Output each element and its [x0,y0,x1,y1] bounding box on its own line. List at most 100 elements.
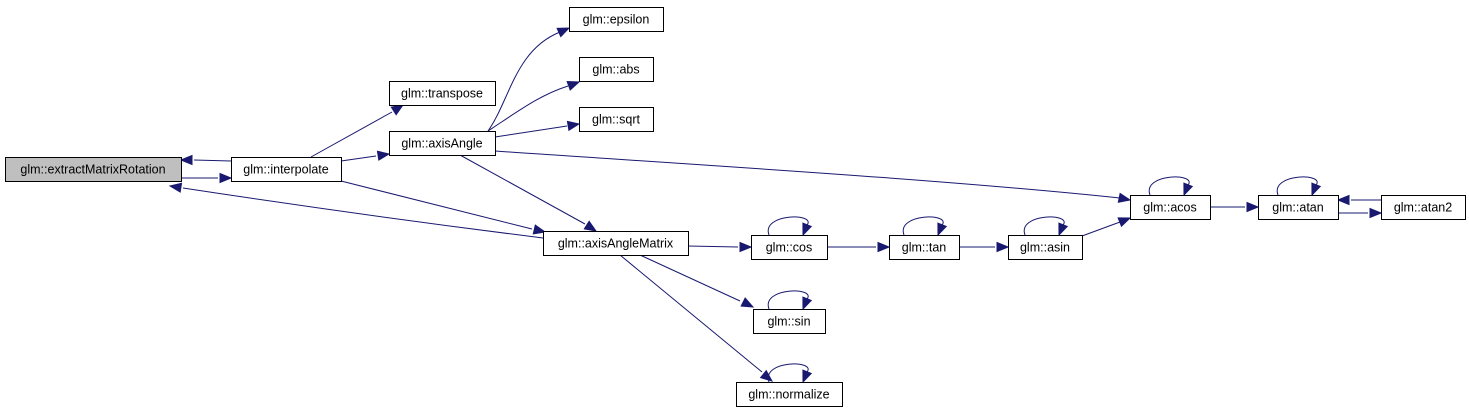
arrowhead [219,172,233,184]
arrowhead [1336,194,1350,206]
edge-line [487,85,569,132]
arrowhead [1246,201,1260,213]
node-acos[interactable]: glm::acos [1130,195,1211,220]
node-tan[interactable]: glm::tan [889,235,960,260]
arrowhead [390,104,405,116]
edge-asin-to-asin [1023,216,1069,237]
arrowhead [739,241,753,253]
node-asin[interactable]: glm::asin [1008,235,1083,260]
edge-line [767,216,809,236]
node-label: glm::interpolate [243,163,329,177]
edge-atan-to-atan2 [1338,207,1383,219]
node-label: glm::atan [1272,201,1323,215]
edge-line [902,216,944,236]
node-label: glm::axisAngleMatrix [558,237,674,251]
node-box [1130,195,1211,220]
node-box [1008,235,1083,260]
arrowhead [937,222,948,237]
edge-sin-to-sin [767,290,813,311]
edge-line [459,154,586,225]
node-box [5,157,182,182]
arrowhead [759,369,774,382]
edge-axisangle-to-acos [494,150,1132,203]
edge-line [494,125,568,138]
arrowhead [996,241,1010,253]
node-box [736,382,843,407]
edge-line [619,254,763,373]
edge-interpolate-to-extractmatrixrotation [179,154,232,166]
node-normalize[interactable]: glm::normalize [736,382,843,407]
arrowhead [376,150,391,161]
edge-atan2-to-atan [1336,194,1381,206]
edge-line [340,155,377,162]
arrowhead [802,296,813,311]
arrowhead [1117,217,1132,228]
node-box [579,57,654,82]
edge-line [310,111,393,158]
node-box [231,157,342,182]
node-label: glm::abs [592,63,639,77]
node-box [389,81,496,106]
node-label: glm::epsilon [583,13,650,27]
arrowhead [1369,207,1383,219]
node-label: glm::extractMatrixRotation [20,163,165,177]
node-abs[interactable]: glm::abs [579,57,654,82]
node-epsilon[interactable]: glm::epsilon [569,7,664,32]
node-cos[interactable]: glm::cos [751,235,828,260]
edge-tan-to-tan [902,216,948,237]
arrowhead [877,241,891,253]
edge-line [1081,221,1121,237]
edge-line [1276,176,1318,196]
edge-axisanglematrix-to-cos [687,241,753,253]
edge-line [767,363,809,383]
node-box [1258,195,1339,220]
node-label: glm::axisAngle [401,137,482,151]
edge-line [1023,216,1065,236]
node-box [889,235,960,260]
edge-line [193,159,232,162]
arrowhead [168,182,183,193]
nodes-layer: glm::extractMatrixRotation glm::interpola… [5,7,1466,407]
edge-line [494,150,1121,199]
edge-normalize-to-normalize [767,363,813,384]
node-axisangle[interactable]: glm::axisAngle [389,131,496,156]
node-box [389,131,496,156]
node-interpolate[interactable]: glm::interpolate [231,157,342,182]
node-sin[interactable]: glm::sin [753,309,826,334]
arrowhead [802,222,813,237]
edge-line [687,245,739,248]
arrowhead [566,81,581,91]
edge-line [487,31,561,132]
edge-axisangle-to-sqrt [494,120,581,138]
edge-interpolate-to-axisangle [340,150,391,162]
node-label: glm::transpose [401,87,483,101]
edge-acos-to-acos [1148,176,1194,197]
node-atan[interactable]: glm::atan [1258,195,1339,220]
node-box [1381,195,1466,220]
arrowhead [583,220,598,232]
edges-layer [168,27,1383,384]
arrowhead [1117,192,1132,203]
edge-axisangle-to-axisanglematrix [459,154,598,232]
arrowhead [740,297,755,308]
edge-interpolate-to-transpose [310,104,405,158]
edge-line [1148,176,1190,196]
edge-interpolate-to-axisanglematrix [340,180,547,235]
node-label: glm::sqrt [592,113,640,127]
edge-line [767,290,809,310]
node-box [579,107,654,132]
node-label: glm::cos [766,241,813,255]
edge-atan-to-atan [1276,176,1322,197]
edge-axisanglematrix-to-normalize [619,254,774,382]
node-sqrt[interactable]: glm::sqrt [579,107,654,132]
node-label: glm::normalize [748,388,829,402]
edge-axisanglematrix-to-extractmatrixrotation [168,182,544,239]
edge-cos-to-cos [767,216,813,237]
node-atan2[interactable]: glm::atan2 [1381,195,1466,220]
node-axisanglematrix[interactable]: glm::axisAngleMatrix [543,231,689,256]
arrowhead [1311,182,1322,197]
edge-axisanglematrix-to-sin [639,254,755,308]
node-transpose[interactable]: glm::transpose [389,81,496,106]
arrowhead [556,27,571,38]
